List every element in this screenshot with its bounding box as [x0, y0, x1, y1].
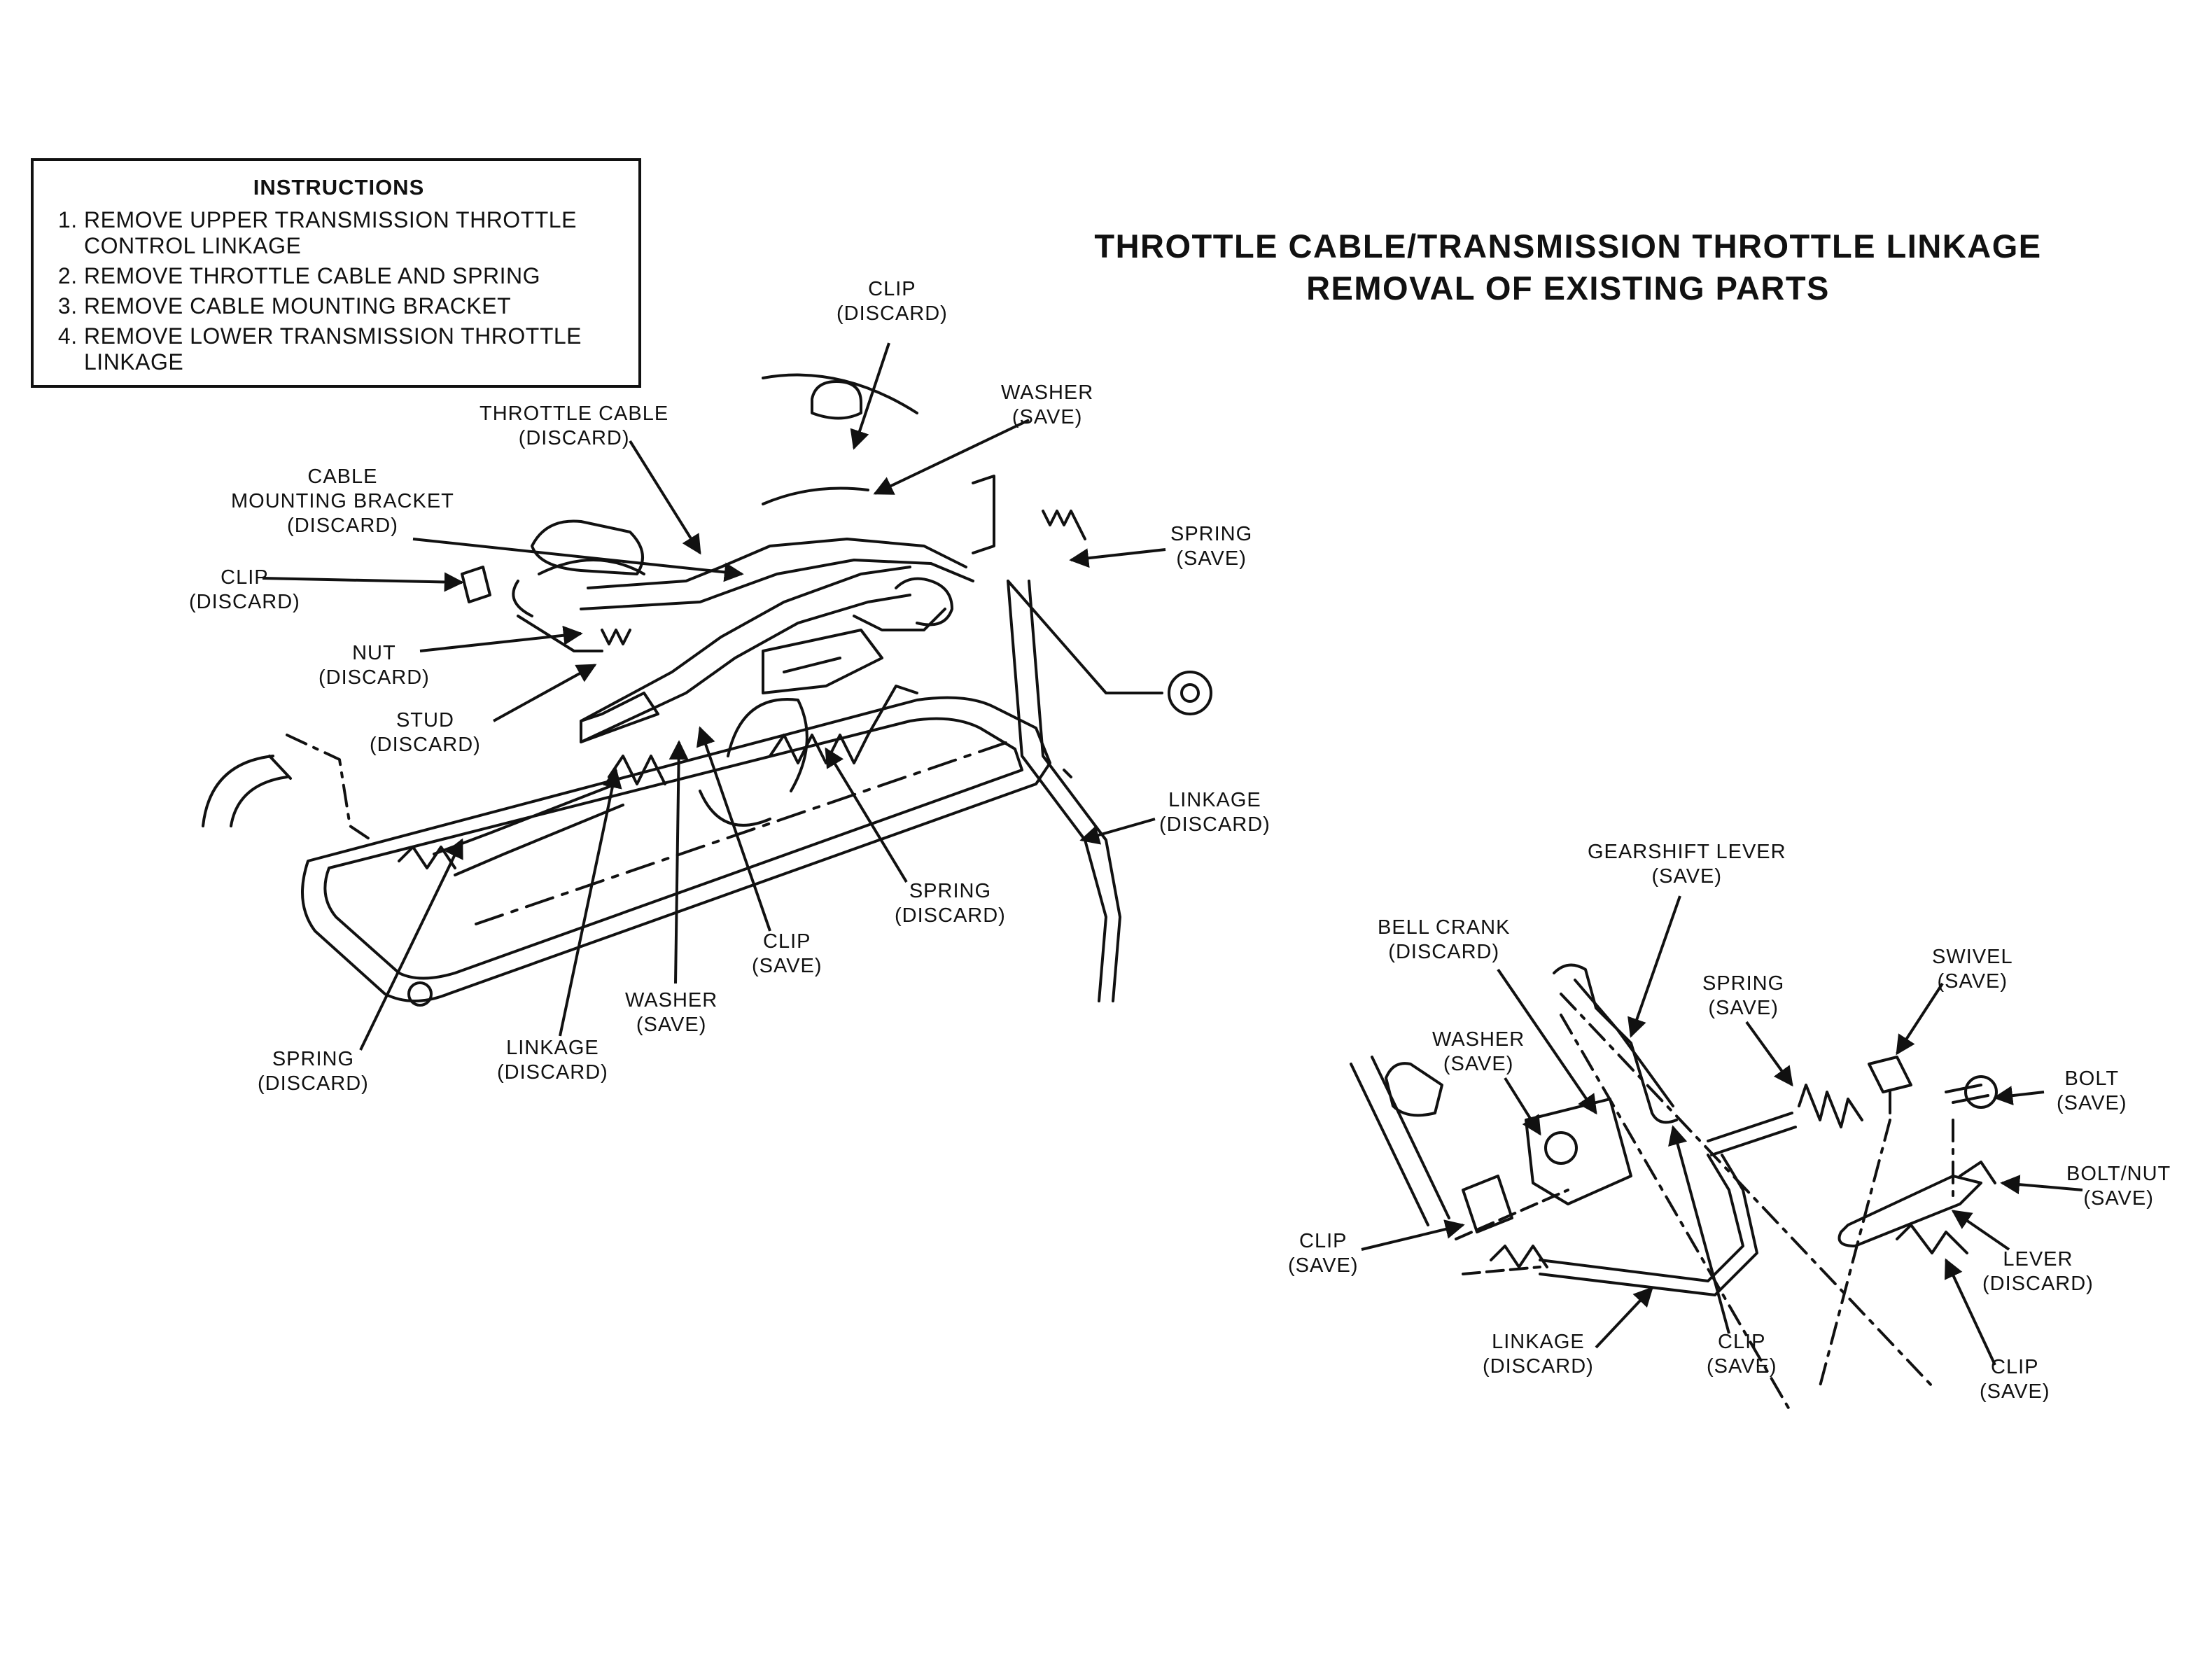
diagram-title: THROTTLE CABLE/TRANSMISSION THROTTLE LIN…: [1036, 225, 2100, 309]
instruction-step: REMOVE CABLE MOUNTING BRACKET: [84, 293, 624, 319]
throttle-body-shape: [699, 373, 918, 827]
label-clip-mid: CLIP (SAVE): [752, 930, 822, 977]
instructions-heading: INSTRUCTIONS: [253, 175, 425, 200]
upper-linkage-shape: [580, 566, 953, 743]
title-line-2: REMOVAL OF EXISTING PARTS: [1306, 270, 1830, 307]
label-bolt: BOLT (SAVE): [2057, 1068, 2127, 1114]
label-spring-right: SPRING (SAVE): [1170, 523, 1253, 570]
valve-cover-shape: [301, 696, 1051, 1007]
label-linkage-lower: LINKAGE (DISCARD): [1483, 1331, 1594, 1378]
label-clip-lower-left: CLIP (SAVE): [1288, 1230, 1359, 1277]
label-bell-crank: BELL CRANK (DISCARD): [1378, 916, 1511, 963]
label-washer-mid: WASHER (SAVE): [625, 989, 718, 1036]
label-spring-bottom: SPRING (DISCARD): [258, 1048, 369, 1095]
label-clip-top: CLIP (DISCARD): [836, 278, 948, 325]
instruction-step: REMOVE LOWER TRANSMISSION THROTTLE LINKA…: [84, 323, 624, 375]
label-clip-left: CLIP (DISCARD): [189, 566, 300, 613]
lower-linkage-shape: [1350, 963, 1998, 1415]
label-spring-mid: SPRING (DISCARD): [895, 880, 1006, 927]
label-nut: NUT (DISCARD): [318, 642, 430, 689]
label-gearshift-lever: GEARSHIFT LEVER (SAVE): [1588, 841, 1786, 888]
hose-shape: [202, 734, 372, 841]
label-spring-lower: SPRING (SAVE): [1702, 972, 1785, 1019]
upper-springs-shape: [398, 685, 918, 876]
label-cable-mounting-bracket: CABLE MOUNTING BRACKET (DISCARD): [231, 465, 454, 537]
label-bolt-nut: BOLT/NUT (SAVE): [2066, 1163, 2171, 1210]
label-clip-lower-right: CLIP (SAVE): [1980, 1356, 2050, 1403]
label-throttle-cable: THROTTLE CABLE (DISCARD): [479, 402, 669, 449]
label-linkage-bottom: LINKAGE (DISCARD): [497, 1037, 608, 1084]
instructions-box: INSTRUCTIONS REMOVE UPPER TRANSMISSION T…: [31, 158, 641, 388]
throttle-cable-shape: [461, 519, 974, 652]
label-washer-top: WASHER (SAVE): [1001, 382, 1094, 428]
label-lever: LEVER (DISCARD): [1982, 1248, 2094, 1295]
label-linkage-right: LINKAGE (DISCARD): [1159, 789, 1270, 836]
bracket-shape: [762, 629, 883, 694]
title-line-1: THROTTLE CABLE/TRANSMISSION THROTTLE LIN…: [1094, 227, 2042, 265]
label-swivel: SWIVEL (SAVE): [1932, 946, 2013, 993]
label-washer-lower: WASHER (SAVE): [1432, 1028, 1525, 1075]
leader-arrows: [262, 342, 2083, 1366]
label-clip-lower-mid: CLIP (SAVE): [1707, 1331, 1777, 1378]
instructions-list: REMOVE UPPER TRANSMISSION THROTTLE CONTR…: [53, 207, 624, 375]
instruction-step: REMOVE THROTTLE CABLE AND SPRING: [84, 263, 624, 289]
label-stud: STUD (DISCARD): [370, 709, 481, 756]
instruction-step: REMOVE UPPER TRANSMISSION THROTTLE CONTR…: [84, 207, 624, 259]
